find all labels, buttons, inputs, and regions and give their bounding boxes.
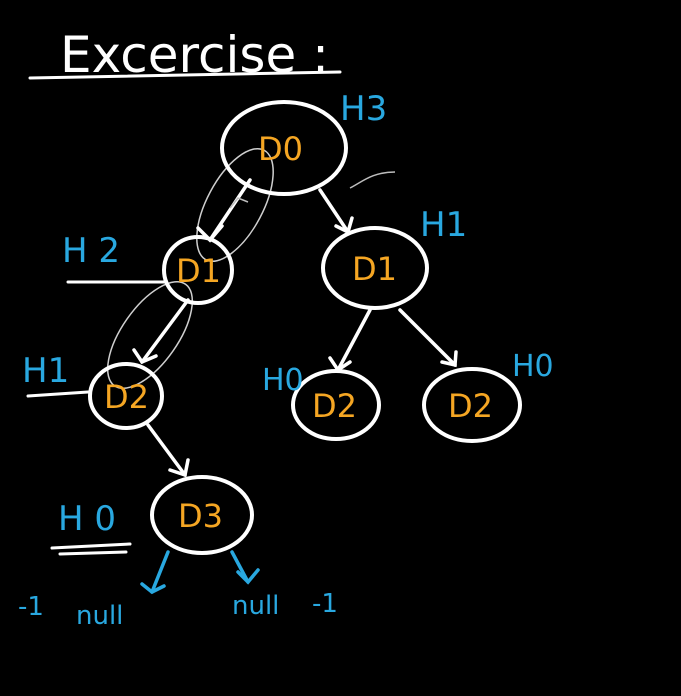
node-d2-left-circle <box>88 362 164 430</box>
underline-h1 <box>26 390 90 398</box>
node-d1-left-circle <box>162 235 234 305</box>
height-label-d0: H3 <box>340 89 387 129</box>
highlight-loop-upper <box>196 147 274 263</box>
edge-d1-d2-left-arrowhead <box>132 348 158 365</box>
node-d2-rl-circle <box>291 369 381 441</box>
null-left-label: null <box>76 601 123 631</box>
node-d2-rr-circle <box>422 367 522 443</box>
node-d2-rr-label: D2 <box>448 387 493 425</box>
title-underline <box>28 70 342 80</box>
height-label-d2-rl: H0 <box>262 363 304 398</box>
node-d3-circle <box>150 475 254 555</box>
edge-d1-d2-left <box>140 298 190 364</box>
height-label-d2-left: H1 <box>22 351 69 391</box>
node-d0-label: D0 <box>258 130 303 168</box>
height-label-d1-left: H 2 <box>62 231 120 271</box>
edge-d1-d2-rl <box>336 308 372 372</box>
height-label-d1-right: H1 <box>420 205 467 245</box>
edge-d2-d3 <box>146 423 187 477</box>
edge-null-left <box>150 550 170 594</box>
grey-check-mark-left <box>229 197 249 209</box>
node-d1-right-circle <box>321 226 429 310</box>
highlight-loop-lower <box>106 280 194 390</box>
edge-null-left-arrowhead <box>140 582 166 595</box>
node-d2-rl-label: D2 <box>312 387 357 425</box>
edge-d2-d3-arrowhead <box>168 458 190 478</box>
node-d0-circle <box>220 100 348 196</box>
height-label-d2-rr: H0 <box>512 349 554 384</box>
node-d2-left-label: D2 <box>104 378 149 416</box>
null-right-label: null <box>232 591 279 621</box>
edge-d1-d2-rr-arrowhead <box>440 350 458 368</box>
underline-h0-a <box>50 542 132 550</box>
edge-d1-d2-rr <box>398 308 457 367</box>
null-right-value: -1 <box>312 589 338 619</box>
edge-d0-d1-right <box>318 188 350 234</box>
node-d1-left-label: D1 <box>176 252 221 290</box>
height-label-d3: H 0 <box>58 499 116 539</box>
node-d1-right-label: D1 <box>352 250 397 288</box>
node-d3-label: D3 <box>178 497 223 535</box>
edge-null-right-arrowhead <box>236 568 260 585</box>
grey-check-mark-right <box>349 171 396 189</box>
underline-h0-b <box>58 550 128 556</box>
null-left-value: -1 <box>18 592 44 622</box>
